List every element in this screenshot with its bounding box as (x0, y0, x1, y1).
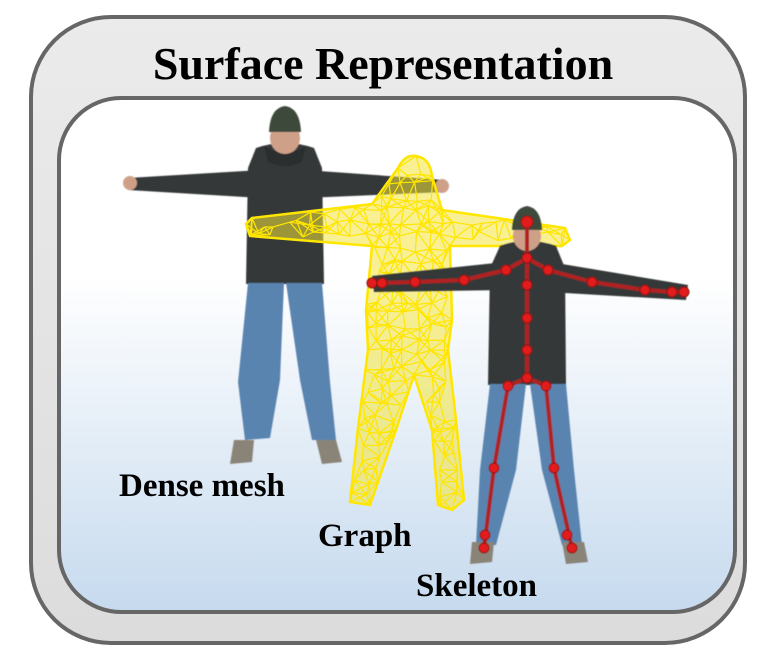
skeleton-bone (544, 384, 556, 470)
skeleton-joint (521, 312, 533, 324)
skeleton-bone (413, 278, 466, 284)
skeleton-joint (586, 276, 598, 288)
skeleton-joint (521, 372, 533, 384)
skeleton-joint (678, 286, 690, 298)
skeleton-joint (542, 264, 554, 276)
dense-mesh-label: Dense mesh (119, 468, 285, 504)
skeleton-joint (500, 264, 512, 276)
skeleton-joint (666, 286, 678, 298)
skeleton-joint (566, 542, 578, 554)
skeleton-bone (492, 384, 510, 470)
skeleton-joint (409, 276, 421, 288)
skeleton-joint (366, 277, 378, 289)
skeleton-joint (521, 344, 533, 356)
skeleton-joint (478, 542, 490, 554)
skeleton-joint (520, 215, 534, 229)
skeleton-joints-icon (366, 206, 690, 564)
graph-label: Graph (318, 518, 412, 554)
skeleton-joint (540, 380, 552, 392)
skeleton-joint (639, 284, 651, 296)
skeleton-joint (376, 277, 388, 289)
skeleton-joint (548, 462, 560, 474)
skeleton-bone (462, 268, 508, 282)
skeleton-joint (561, 529, 573, 541)
skeleton-label: Skeleton (416, 568, 538, 604)
wireframe-mesh-icon (244, 154, 572, 512)
skeleton-joint (488, 462, 500, 474)
diagram-title: Surface Representation (152, 38, 614, 89)
skeleton-bone (546, 268, 594, 284)
skeleton-joint (521, 279, 533, 291)
skeleton-joint (502, 380, 514, 392)
skeleton-bone (380, 280, 417, 285)
skeleton-joint (521, 252, 533, 264)
skeleton-joint (458, 274, 470, 286)
skeleton-bone (590, 280, 647, 292)
skeleton-joint (479, 529, 491, 541)
